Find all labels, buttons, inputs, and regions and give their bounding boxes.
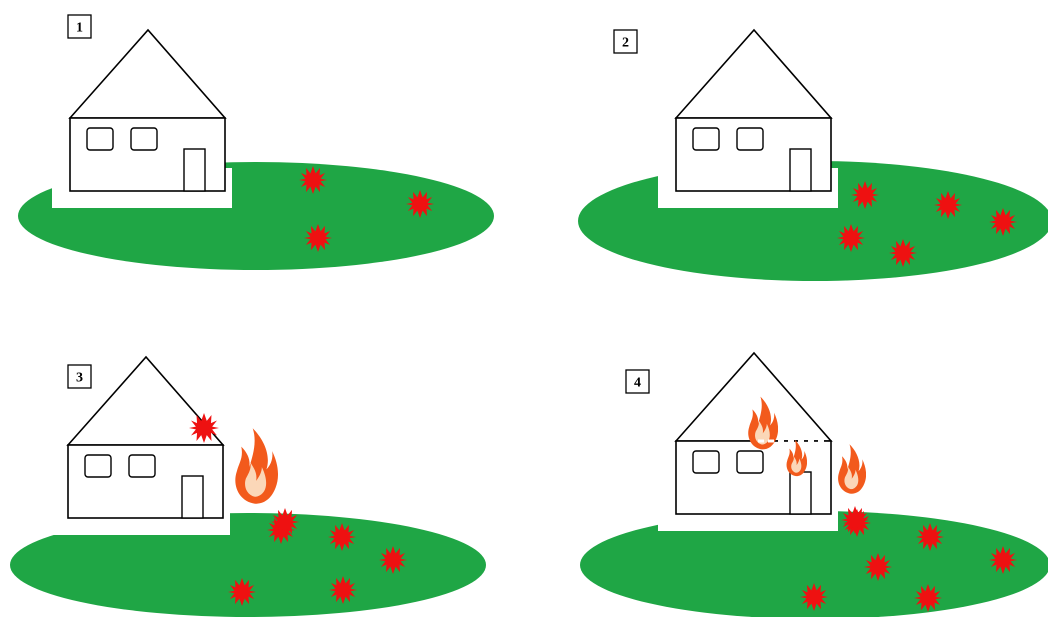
door	[790, 149, 811, 191]
panel-2: 2	[578, 30, 1048, 281]
panel-number-label: 3	[76, 371, 83, 386]
panel-number-box: 2	[614, 30, 637, 53]
window-right	[131, 128, 157, 150]
roof	[70, 30, 225, 118]
window-left	[693, 451, 719, 473]
window-right	[737, 128, 763, 150]
roof	[676, 30, 831, 118]
window-left	[85, 455, 111, 477]
panel-3: 3	[10, 357, 486, 617]
house	[52, 30, 232, 208]
panel-number-label: 4	[634, 376, 641, 391]
panel-4: 4	[580, 353, 1048, 617]
door	[184, 149, 205, 191]
panel-number-box: 3	[68, 365, 91, 388]
panel-number-box: 4	[626, 370, 649, 393]
window-left	[693, 128, 719, 150]
panel-1: 1	[18, 15, 494, 270]
house	[658, 30, 838, 208]
window-left	[87, 128, 113, 150]
window-right	[129, 455, 155, 477]
panel-number-label: 2	[622, 36, 629, 51]
door	[182, 476, 203, 518]
flame-icon	[235, 428, 278, 503]
window-right	[737, 451, 763, 473]
panel-number-label: 1	[76, 21, 83, 36]
panel-number-box: 1	[68, 15, 91, 38]
door	[790, 472, 811, 514]
flame-icon	[838, 444, 866, 494]
